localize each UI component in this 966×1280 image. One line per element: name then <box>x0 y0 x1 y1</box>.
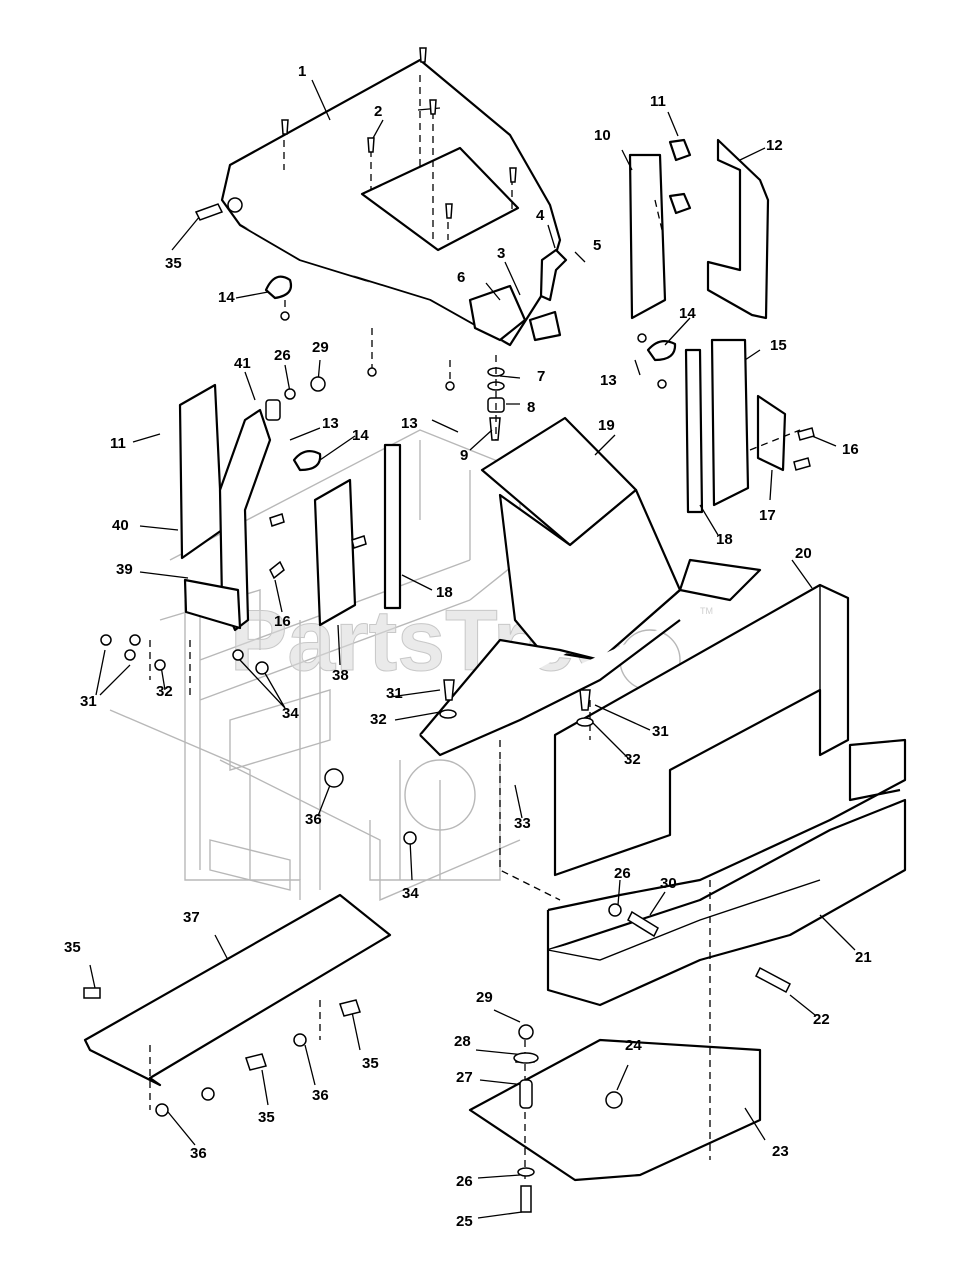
part-14-clip <box>264 275 677 472</box>
callout-16-a: 16 <box>842 441 859 458</box>
callout-39: 39 <box>116 561 133 578</box>
part-23-plate <box>468 1038 762 1182</box>
callout-25: 25 <box>456 1213 473 1230</box>
callout-12: 12 <box>766 137 783 154</box>
part-38-39-40-41 <box>178 383 402 632</box>
part-20-fender <box>553 583 850 877</box>
callout-28: 28 <box>454 1033 471 1050</box>
callout-13-a: 13 <box>600 372 617 389</box>
callout-41: 41 <box>234 355 251 372</box>
callout-37: 37 <box>183 909 200 926</box>
callout-5: 5 <box>593 237 601 254</box>
callout-labels: 1 2 3 4 5 6 7 8 9 10 11 11 12 13 13 13 1… <box>64 63 872 1230</box>
part-4-latch <box>468 248 568 342</box>
callout-35-a: 35 <box>165 255 182 272</box>
callout-26-c: 26 <box>456 1173 473 1190</box>
callout-7: 7 <box>537 368 545 385</box>
callout-27: 27 <box>456 1069 473 1086</box>
callout-35-b: 35 <box>64 939 81 956</box>
part-19-console <box>419 416 762 757</box>
hardware-fasteners <box>83 47 815 1213</box>
callout-29-a: 29 <box>476 989 493 1006</box>
callout-1: 1 <box>298 63 306 80</box>
callout-11-b: 11 <box>110 435 126 452</box>
callout-18-a: 18 <box>716 531 733 548</box>
callout-11-a: 11 <box>650 93 666 110</box>
callout-32-b: 32 <box>370 711 387 728</box>
part-15-bracket <box>684 338 787 514</box>
callout-35-d: 35 <box>258 1109 275 1126</box>
callout-26-a: 26 <box>614 865 631 882</box>
callout-14-b: 14 <box>679 305 696 322</box>
callout-38: 38 <box>332 667 349 684</box>
part-10-bracket <box>628 138 692 320</box>
callout-40: 40 <box>112 517 129 534</box>
callout-32-a: 32 <box>156 683 173 700</box>
callout-19: 19 <box>598 417 615 434</box>
watermark-trademark: TM <box>700 606 713 616</box>
callout-23: 23 <box>772 1143 789 1160</box>
callout-31-b: 31 <box>386 685 403 702</box>
callout-13-c: 13 <box>322 415 339 432</box>
part-1-console-hood <box>220 58 562 347</box>
callout-9: 9 <box>460 447 468 464</box>
part-21-bumper <box>546 738 907 1007</box>
callout-36-a: 36 <box>305 811 322 828</box>
callout-21: 21 <box>855 949 872 966</box>
callout-22: 22 <box>813 1011 830 1028</box>
callout-20: 20 <box>795 545 812 562</box>
callout-13-b: 13 <box>401 415 418 432</box>
callout-26-b: 26 <box>274 347 291 364</box>
callout-2: 2 <box>374 103 382 120</box>
callout-16-b: 16 <box>274 613 291 630</box>
callout-6: 6 <box>457 269 465 286</box>
callout-35-c: 35 <box>362 1055 379 1072</box>
part-12-bracket <box>706 138 770 320</box>
callout-29-b: 29 <box>312 339 329 356</box>
callout-14-a: 14 <box>218 289 235 306</box>
callout-17: 17 <box>759 507 776 524</box>
callout-31-a: 31 <box>80 693 97 710</box>
callout-10: 10 <box>594 127 611 144</box>
callout-3: 3 <box>497 245 505 262</box>
callout-36-b: 36 <box>312 1087 329 1104</box>
callout-34-b: 34 <box>402 885 419 902</box>
callout-34-a: 34 <box>282 705 299 722</box>
callout-32-c: 32 <box>624 751 641 768</box>
callout-18-b: 18 <box>436 584 453 601</box>
callout-30: 30 <box>660 875 677 892</box>
part-37-cover <box>83 893 392 1087</box>
callout-31-c: 31 <box>652 723 669 740</box>
callout-24: 24 <box>625 1037 642 1054</box>
callout-4: 4 <box>536 207 545 224</box>
callout-15: 15 <box>770 337 787 354</box>
callout-36-c: 36 <box>190 1145 207 1162</box>
leader-lines <box>89 79 856 1219</box>
callout-8: 8 <box>527 399 535 416</box>
assembly-lines <box>149 75 801 1180</box>
callout-33: 33 <box>514 815 531 832</box>
callout-14-c: 14 <box>352 427 369 444</box>
